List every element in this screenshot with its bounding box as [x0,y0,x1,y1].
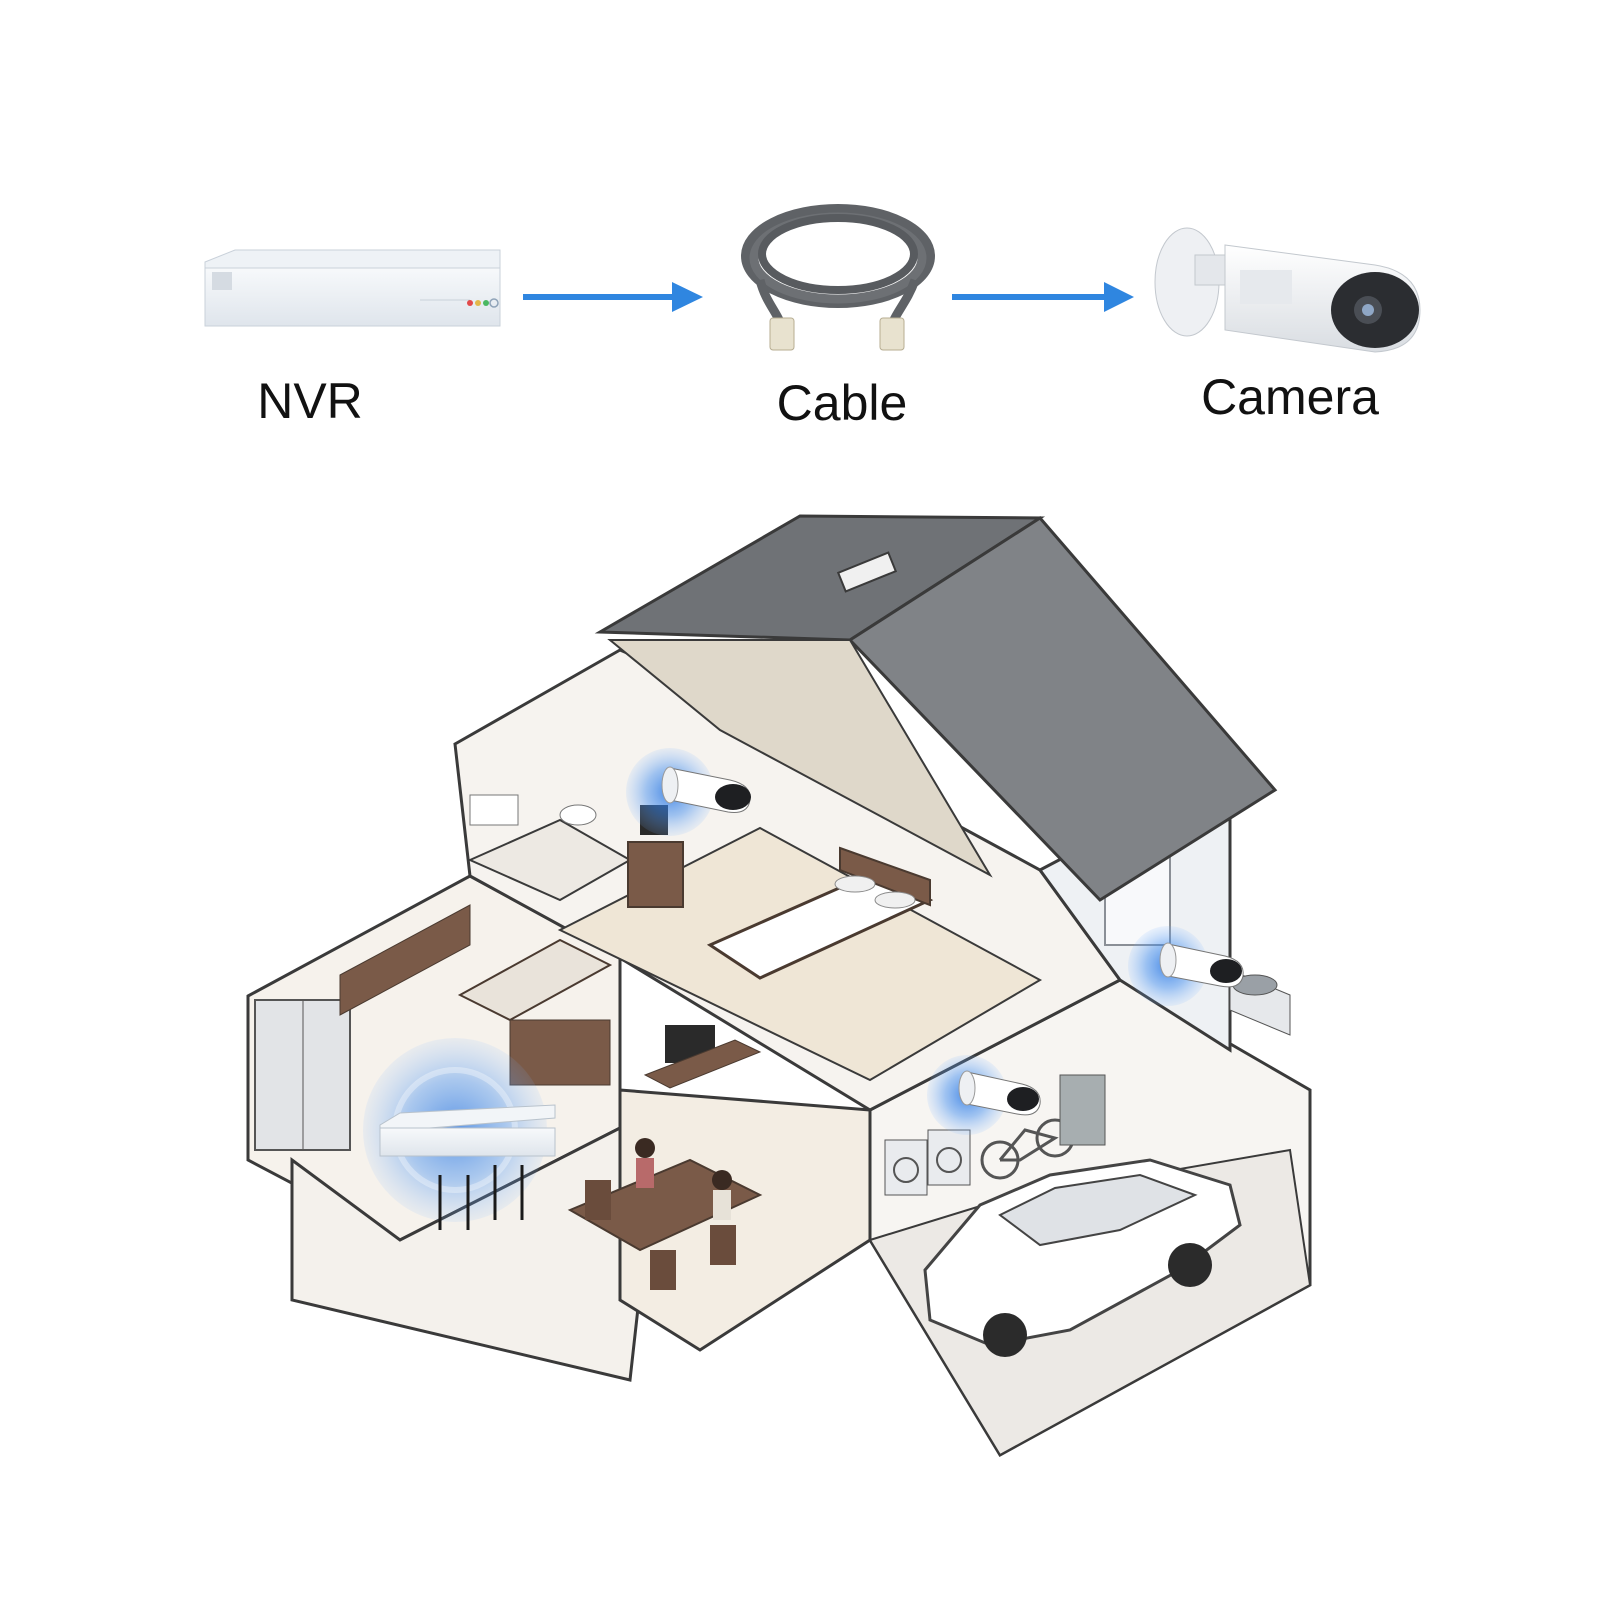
chair [585,1180,611,1220]
nvr-label: NVR [257,373,363,429]
camera-label: Camera [1201,369,1379,425]
trash-bin [1059,1074,1106,1146]
person-seated [712,1170,732,1190]
kitchen-counter [457,938,613,1022]
kitchen-cabinets [339,904,471,1016]
toilet [559,804,597,826]
bullet-camera-icon [1154,227,1421,353]
person-seated [635,1138,655,1158]
cable-label: Cable [776,375,908,431]
sink [469,794,519,826]
chair [650,1250,676,1290]
nvr-in-house-icon [363,1038,556,1230]
roof-side [847,516,1278,902]
washer [884,1139,928,1196]
camera-exterior-icon [1159,942,1244,988]
camera-garage-icon [958,1070,1041,1116]
dresser [627,841,684,908]
attic-gable [607,639,993,878]
nvr-recorder-icon [204,249,501,327]
camera-bedroom-icon [661,766,751,813]
bed [706,846,934,980]
ac-unit [1229,969,1291,1036]
arrow-right-icon [952,282,1134,312]
arrow-right-icon [523,282,703,312]
ethernet-cable-icon [741,204,935,351]
chair [710,1225,736,1265]
car [923,1158,1242,1357]
dryer [927,1129,971,1186]
